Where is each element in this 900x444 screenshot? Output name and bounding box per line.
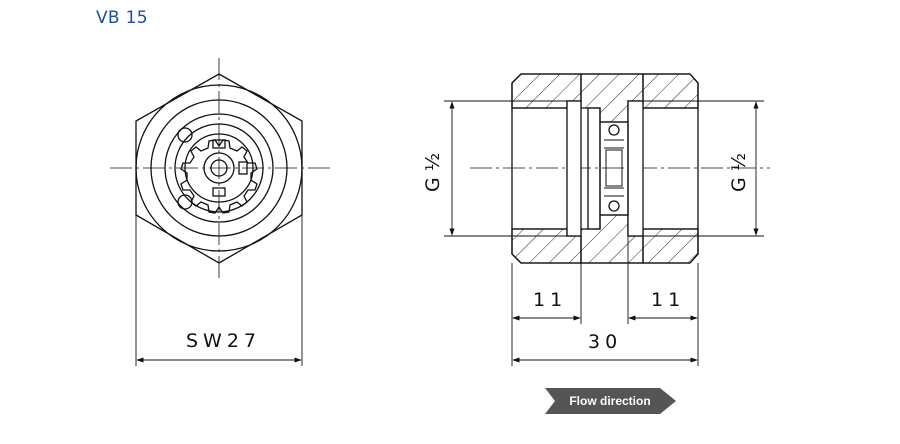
body-outline	[511, 73, 699, 264]
hub-notch-bottom	[212, 187, 226, 197]
right-body-top	[642, 73, 699, 109]
section-view	[470, 73, 770, 264]
seal-top	[608, 124, 620, 136]
seal-bottom	[608, 200, 620, 212]
outer-circle	[135, 84, 303, 252]
hub-notch-right	[238, 161, 248, 175]
wrench-size-label: SW27	[186, 330, 261, 352]
hub-circle	[203, 152, 235, 184]
valve-disc	[599, 121, 629, 216]
disc-ring	[174, 123, 264, 213]
thread-dimension-right	[643, 100, 764, 237]
hub-hole	[210, 159, 228, 177]
spring-core	[605, 149, 623, 187]
thread-label-right: G ½	[728, 153, 750, 192]
spring	[604, 139, 624, 197]
flow-direction-label: Flow direction	[569, 394, 650, 408]
left-washer	[566, 100, 582, 237]
thread-dimension-left	[444, 100, 567, 237]
wrench-size-dimension	[135, 215, 303, 366]
disc-inner	[184, 133, 254, 203]
depth-label-left: 11	[533, 289, 567, 311]
valve-insert	[587, 107, 601, 230]
depth-label-right: 11	[651, 289, 685, 311]
inner-ring	[164, 113, 274, 223]
gear-teeth	[180, 139, 258, 214]
right-body-bottom	[642, 228, 699, 264]
flow-direction-arrow: Flow direction	[545, 388, 676, 414]
thread-label-left: G ½	[422, 153, 444, 192]
clip-circle-top	[177, 127, 193, 143]
hex-body	[135, 73, 303, 264]
drawing-title: VB 15	[96, 8, 148, 28]
seat-circle	[150, 99, 288, 237]
overall-length-label: 30	[588, 331, 622, 353]
front-view	[110, 58, 330, 278]
hub-notch-top	[212, 139, 226, 149]
right-washer	[627, 100, 644, 237]
flow-arrow-shape	[545, 388, 676, 414]
length-dimensions	[511, 236, 699, 366]
clip-circle-bottom	[177, 194, 193, 210]
